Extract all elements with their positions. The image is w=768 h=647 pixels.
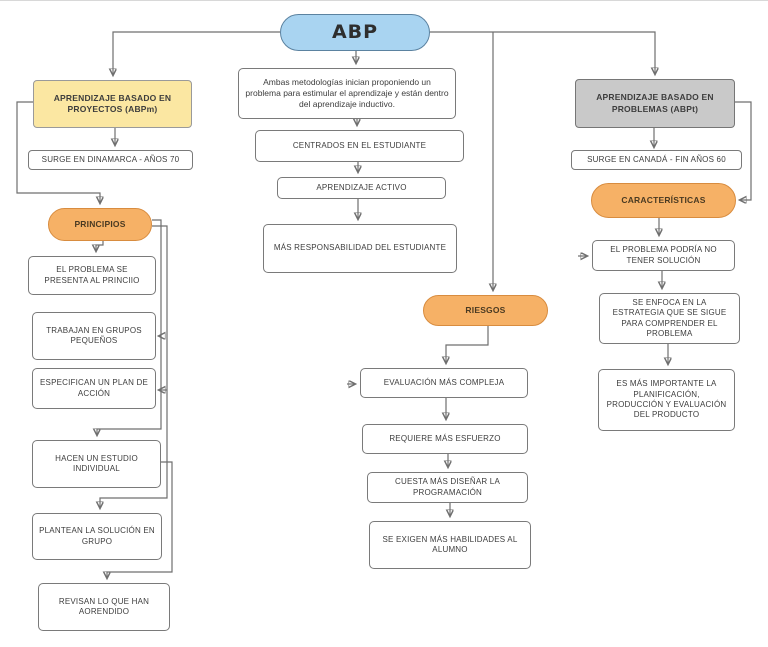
shared-item-2[interactable]: MÁS RESPONSABILIDAD DEL ESTUDIANTE bbox=[263, 224, 457, 273]
characteristic-item-1[interactable]: SE ENFOCA EN LA ESTRATEGIA QUE SE SIGUE … bbox=[599, 293, 740, 344]
edge-riesgos-evaluacion bbox=[446, 326, 489, 363]
edge-abp-projects bbox=[113, 31, 280, 75]
caracteristicas-node[interactable]: CARACTERÍSTICAS bbox=[591, 183, 736, 218]
edge-projects-principios bbox=[16, 101, 100, 203]
riesgos-node[interactable]: RIESGOS bbox=[423, 295, 548, 326]
edge-problems-caracteristicas bbox=[735, 101, 752, 200]
principle-item-4[interactable]: PLANTEAN LA SOLUCIÓN EN GRUPO bbox=[32, 513, 162, 560]
risk-item-3[interactable]: SE EXIGEN MÁS HABILIDADES AL ALUMNO bbox=[369, 521, 531, 569]
principle-item-2[interactable]: ESPECIFICAN UN PLAN DE ACCIÓN bbox=[32, 368, 156, 409]
principle-item-3[interactable]: HACEN UN ESTUDIO INDIVIDUAL bbox=[32, 440, 161, 488]
shared-item-1[interactable]: APRENDIZAJE ACTIVO bbox=[277, 177, 446, 199]
principle-item-1[interactable]: TRABAJAN EN GRUPOS PEQUEÑOS bbox=[32, 312, 156, 360]
principle-item-0[interactable]: EL PROBLEMA SE PRESENTA AL PRINCIIO bbox=[28, 256, 156, 295]
risk-item-2[interactable]: CUESTA MÁS DISEÑAR LA PROGRAMACIÓN bbox=[367, 472, 528, 503]
characteristic-item-2[interactable]: ES MÁS IMPORTANTE LA PLANIFICACIÓN, PROD… bbox=[598, 369, 735, 431]
principios-node[interactable]: PRINCIPIOS bbox=[48, 208, 152, 241]
principle-item-5[interactable]: REVISAN LO QUE HAN AORENDIDO bbox=[38, 583, 170, 631]
edge-loop-revisan bbox=[107, 461, 173, 578]
edge-loop-plantean bbox=[100, 225, 168, 508]
edge-abp-problems bbox=[430, 31, 655, 74]
intro-node[interactable]: Ambas metodologías inician proponiendo u… bbox=[238, 68, 456, 119]
abp-root-node[interactable]: ABP bbox=[280, 14, 430, 51]
projects-origin-node[interactable]: SURGE EN DINAMARCA - AÑOS 70 bbox=[28, 150, 193, 170]
risk-item-0[interactable]: EVALUACIÓN MÁS COMPLEJA bbox=[360, 368, 528, 398]
edge-loop-hacen bbox=[97, 219, 162, 435]
characteristic-item-0[interactable]: EL PROBLEMA PODRÍA NO TENER SOLUCIÓN bbox=[592, 240, 735, 271]
risk-item-1[interactable]: REQUIERE MÁS ESFUERZO bbox=[362, 424, 528, 454]
shared-item-0[interactable]: CENTRADOS EN EL ESTUDIANTE bbox=[255, 130, 464, 162]
problems-header-node[interactable]: APRENDIZAJE BASADO EN PROBLEMAS (ABPt) bbox=[575, 79, 735, 128]
projects-header-node[interactable]: APRENDIZAJE BASADO EN PROYECTOS (ABPm) bbox=[33, 80, 192, 128]
edge-principios-item0 bbox=[96, 241, 104, 251]
problems-origin-node[interactable]: SURGE EN CANADÁ - FIN AÑOS 60 bbox=[571, 150, 742, 170]
